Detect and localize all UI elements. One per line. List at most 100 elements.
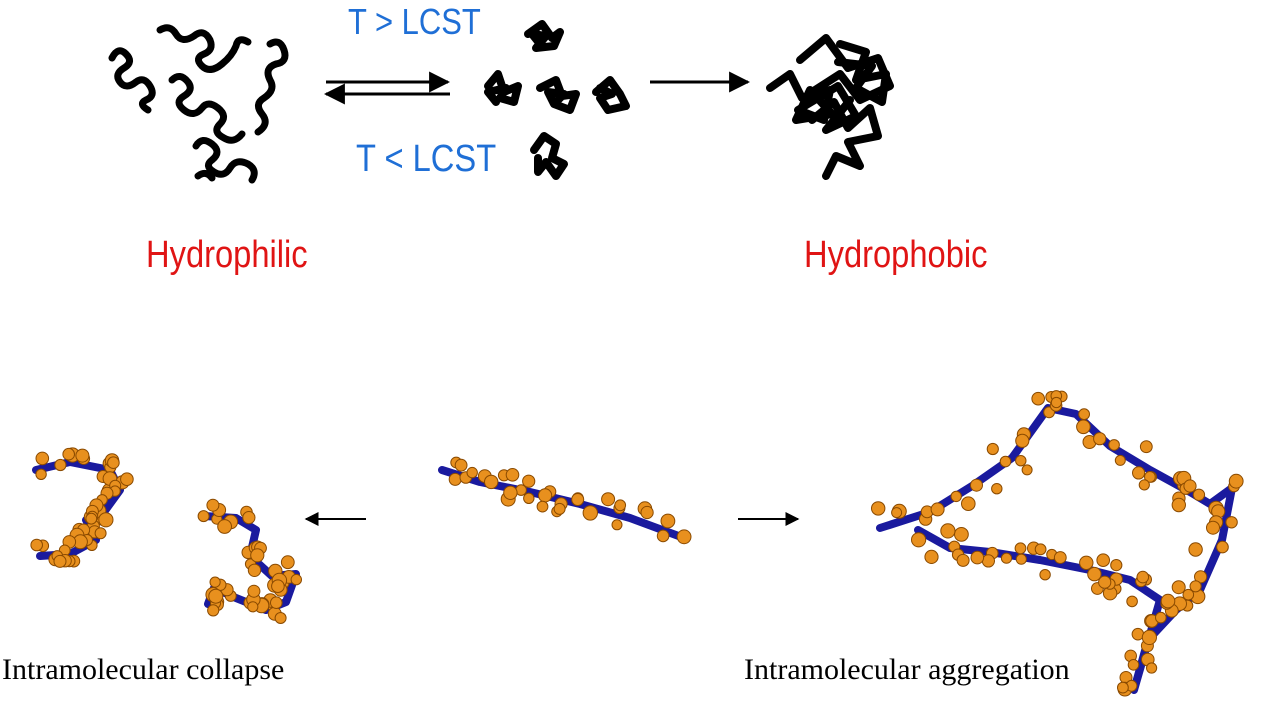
hydrophilic-coils: [108, 24, 289, 184]
hydrophilic-label: Hydrophilic: [146, 234, 308, 276]
side-group-bead: [207, 604, 220, 617]
side-group-bead: [924, 549, 939, 565]
side-group-bead: [676, 529, 692, 545]
side-group-bead: [53, 554, 67, 568]
side-group-bead: [538, 488, 553, 503]
side-group-bead: [1031, 391, 1045, 406]
side-group-bead: [35, 468, 47, 480]
side-group-bead: [242, 510, 256, 525]
side-group-bead: [523, 492, 535, 504]
equilibrium-arrows: [323, 71, 451, 105]
side-group-bead: [536, 500, 549, 513]
side-group-bead: [54, 458, 67, 472]
side-group-bead: [991, 483, 1003, 495]
side-group-bead: [1225, 516, 1238, 529]
side-group-bead: [448, 472, 462, 486]
side-group-bead: [1132, 466, 1146, 480]
side-group-bead: [1216, 540, 1229, 554]
side-group-bead: [1000, 552, 1013, 564]
side-group-bead: [1183, 479, 1197, 493]
side-group-bead: [274, 612, 287, 624]
side-group-bead: [1127, 659, 1140, 671]
side-group-bead: [1093, 432, 1107, 446]
above-lcst-label: T > LCST: [348, 1, 481, 42]
side-group-bead: [209, 576, 221, 588]
side-group-bead: [956, 553, 970, 567]
collapsed-polymer-model-a: [30, 447, 134, 568]
polymer-backbone: [438, 466, 688, 542]
side-group-bead: [1078, 408, 1090, 421]
side-group-bead: [522, 474, 536, 488]
side-group-bead: [1110, 559, 1123, 572]
side-group-bead: [1034, 543, 1047, 556]
side-group-bead: [1171, 497, 1187, 513]
side-group-bead: [891, 507, 903, 519]
side-group-bead: [1141, 629, 1158, 646]
side-group-bead: [601, 492, 616, 507]
side-group-bead: [961, 496, 976, 512]
side-group-bead: [505, 468, 520, 482]
side-group-bead: [484, 474, 499, 490]
side-group-bead: [85, 512, 98, 525]
side-group-bead: [1206, 520, 1220, 535]
side-group-bead: [62, 447, 75, 461]
side-group-bead: [614, 499, 627, 512]
side-group-bead: [94, 527, 107, 540]
side-group-bead: [30, 538, 44, 552]
side-group-bead: [98, 512, 114, 528]
side-group-bead: [1039, 569, 1051, 581]
side-group-bead: [280, 555, 295, 570]
side-group-bead: [871, 501, 886, 516]
side-group-bead: [1079, 555, 1094, 570]
side-group-bead: [1015, 433, 1030, 448]
side-group-bead: [1146, 662, 1158, 674]
side-group-bead: [1087, 566, 1102, 582]
side-group-bead: [1171, 580, 1186, 595]
side-group-bead: [270, 596, 283, 610]
side-group-bead: [1228, 473, 1244, 489]
side-group-bead: [1096, 553, 1110, 568]
aggregated-tangle: [766, 34, 894, 180]
side-group-bead: [290, 573, 302, 586]
side-group-bead: [1108, 439, 1120, 451]
side-group-bead: [1160, 593, 1176, 609]
side-group-bead: [999, 455, 1012, 468]
side-group-bead: [1155, 611, 1167, 624]
side-group-bead: [75, 448, 90, 463]
side-group-bead: [1188, 542, 1203, 557]
side-group-bead: [1015, 455, 1027, 467]
side-group-bead: [1021, 464, 1033, 476]
side-group-bead: [611, 519, 623, 531]
side-group-bead: [950, 490, 962, 503]
side-group-bead: [970, 478, 983, 492]
intramolecular-collapse-caption: Intramolecular collapse: [2, 653, 285, 686]
side-group-bead: [1182, 588, 1195, 601]
side-group-bead: [35, 451, 50, 466]
side-group-bead: [107, 456, 120, 470]
side-group-bead: [1139, 440, 1153, 454]
side-group-bead: [217, 519, 233, 534]
side-group-bead: [1098, 575, 1112, 589]
side-group-bead: [911, 532, 927, 548]
side-group-bead: [250, 548, 265, 563]
collapsed-polymer-model-b: [197, 498, 302, 624]
side-group-bead: [970, 550, 985, 565]
side-group-bead: [656, 529, 670, 543]
side-group-bead: [271, 579, 285, 594]
side-group-bead: [1014, 542, 1027, 555]
side-group-bead: [553, 502, 566, 515]
side-group-bead: [197, 510, 210, 523]
side-group-bead: [582, 505, 598, 521]
hydrophobic-label: Hydrophobic: [804, 234, 988, 276]
side-group-bead: [940, 523, 956, 539]
polymer-backbone: [876, 404, 1236, 694]
side-group-bead: [1126, 595, 1138, 608]
side-group-bead: [1144, 471, 1156, 483]
side-group-bead: [571, 493, 585, 506]
side-group-bead: [120, 472, 134, 487]
side-group-bead: [1050, 396, 1063, 409]
side-group-bead: [1117, 681, 1129, 694]
side-group-bead: [1053, 551, 1067, 564]
